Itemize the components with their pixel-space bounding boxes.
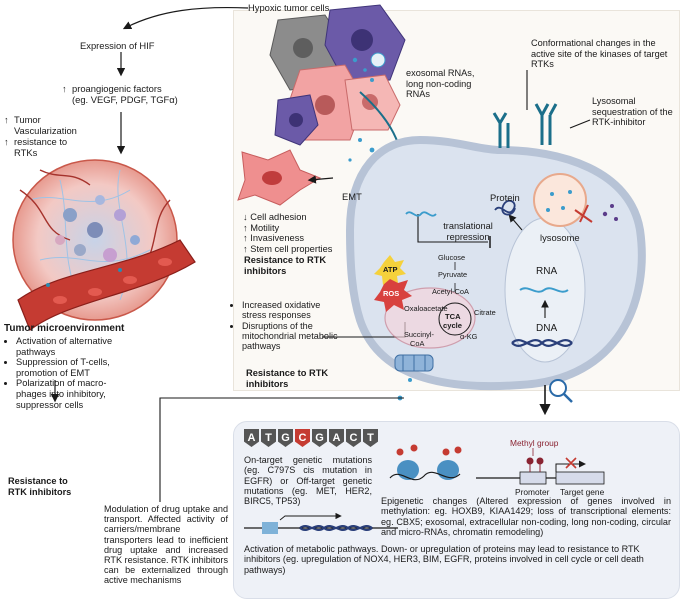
tca-oxaloacetate: Oxaloacetate bbox=[404, 304, 448, 313]
microenv-item: Suppression of T-cells, promotion of EMT bbox=[16, 357, 126, 378]
arrow-hypoxic-to-hif bbox=[122, 6, 249, 30]
oxidative-result: Resistance to RTK inhibitors bbox=[246, 368, 329, 389]
nucleotide: G bbox=[312, 429, 327, 447]
emt-cell-illustration bbox=[237, 149, 322, 206]
tca-center-1: TCA bbox=[445, 312, 461, 321]
tumor-arrow: ↑ bbox=[4, 114, 9, 125]
emt-result: Resistance to RTK inhibitors bbox=[244, 255, 327, 276]
tumor-vasc-line1: Tumor bbox=[14, 114, 41, 125]
emt-item: ↑ Stem cell properties bbox=[243, 243, 333, 254]
exosomal-label: exosomal RNAs, long non-coding RNAs bbox=[406, 68, 475, 99]
nucleotide: T bbox=[261, 429, 276, 447]
proangio-arrow: ↑ bbox=[62, 83, 67, 94]
hypoxic-tumor-cells-illustration bbox=[269, 4, 406, 146]
resist-line1: resistance to bbox=[14, 136, 68, 147]
tca-succinyl-1: Succinyl- bbox=[404, 330, 434, 339]
conformational-label: Conformational changes in the active sit… bbox=[531, 38, 668, 69]
rna-label: RNA bbox=[536, 266, 558, 277]
genetic-text: On-target genetic mutations (eg. C797S c… bbox=[244, 455, 372, 507]
tca-acetyl: Acetyl-CoA bbox=[432, 287, 469, 296]
metabolic-text: Activation of metabolic pathways. Down- … bbox=[244, 544, 644, 575]
tca-akg: α-KG bbox=[460, 332, 478, 341]
atp-burst bbox=[374, 255, 406, 285]
emt-item: ↓ Cell adhesion bbox=[243, 212, 307, 222]
nucleosome-illustration bbox=[389, 444, 462, 481]
tca-pyruvate: Pyruvate bbox=[438, 270, 468, 279]
mitochondrion-illustration bbox=[384, 287, 476, 349]
tumor-tissue-illustration bbox=[12, 159, 196, 331]
tca-citrate: Citrate bbox=[474, 308, 496, 317]
dna-label: DNA bbox=[536, 323, 558, 334]
nucleotide-mutated: C bbox=[295, 429, 310, 447]
nucleotide: A bbox=[329, 429, 344, 447]
tca-glucose: Glucose bbox=[438, 253, 466, 262]
hif-label: Expression of HIF bbox=[80, 40, 155, 51]
ros-burst bbox=[374, 275, 412, 312]
transport-text: Modulation of drug uptake and transport.… bbox=[104, 504, 228, 586]
rtk-receptors bbox=[492, 103, 558, 148]
transporter-channel bbox=[394, 354, 434, 372]
oxidative-item: Disruptions of the mitochondrial metabol… bbox=[242, 321, 338, 352]
metabolic-gene-illustration bbox=[244, 512, 398, 534]
lysosome-illustration bbox=[533, 173, 618, 227]
atp-label: ATP bbox=[383, 265, 398, 274]
protein-label: Protein bbox=[490, 192, 520, 203]
tca-center-2: cycle bbox=[443, 321, 463, 330]
target-gene-label: Target gene bbox=[560, 487, 605, 497]
ros-label: ROS bbox=[383, 289, 400, 298]
microenv-item: Polarization of macro-phages into inhibi… bbox=[16, 378, 126, 410]
nucleotide: A bbox=[244, 429, 259, 447]
methylation-gene-illustration bbox=[476, 448, 605, 485]
hypoxic-label: Hypoxic tumor cells bbox=[248, 2, 330, 13]
proangio-line1: proangiogenic factors bbox=[72, 83, 162, 94]
microenv-item: Activation of alternative pathways bbox=[16, 336, 126, 357]
emt-item: ↑ Motility bbox=[243, 222, 280, 233]
translational-label: translational repression bbox=[443, 221, 493, 242]
emt-item: ↑ Invasiveness bbox=[243, 233, 304, 243]
lysosome-label: lysosome bbox=[540, 232, 580, 243]
methyl-group-label: Methyl group bbox=[510, 438, 559, 448]
nucleotide: T bbox=[363, 429, 378, 447]
tumor-vasc-line2: Vascularization bbox=[14, 125, 77, 136]
microenv-title: Tumor microenvironment bbox=[4, 323, 125, 334]
microenv-result: Resistance to RTK inhibitors bbox=[8, 476, 72, 497]
resist-line2: RTKs bbox=[14, 147, 38, 158]
epigenetic-text: Epigenetic changes (Altered expression o… bbox=[381, 496, 671, 537]
tca-succinyl-2: CoA bbox=[410, 339, 425, 348]
nucleotide: C bbox=[346, 429, 361, 447]
emt-list: ↓ Cell adhesion ↑ Motility ↑ Invasivenes… bbox=[243, 212, 332, 254]
nucleotide: G bbox=[278, 429, 293, 447]
resist-arrow: ↑ bbox=[4, 136, 9, 147]
oxidative-list: Increased oxidative stress responses Dis… bbox=[232, 300, 338, 351]
microenv-list: Activation of alternative pathways Suppr… bbox=[6, 336, 126, 410]
emt-label: EMT bbox=[342, 191, 362, 202]
promoter-label: Promoter bbox=[515, 487, 550, 497]
lysosomal-label: Lysosomal sequestration of the RTK-inhib… bbox=[592, 96, 673, 127]
oxidative-item: Increased oxidative stress responses bbox=[242, 300, 338, 321]
proangio-line2: (eg. VEGF, PDGF, TGFα) bbox=[72, 94, 178, 105]
